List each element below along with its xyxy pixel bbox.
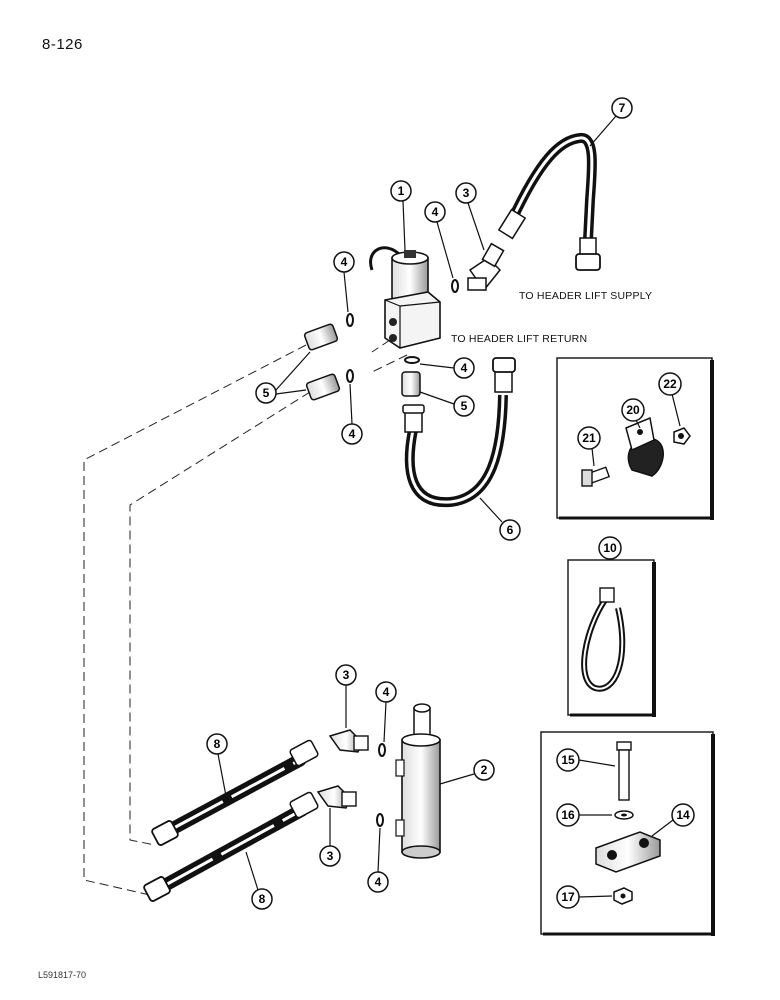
hose-7	[497, 133, 601, 271]
callout-4-b: 4	[333, 251, 355, 313]
callout-3-bottom: 3	[319, 808, 341, 867]
callout-2: 2	[439, 759, 495, 785]
note-header-lift-return: TO HEADER LIFT RETURN	[451, 333, 588, 345]
washer-16	[614, 810, 634, 820]
clamp-20	[625, 416, 664, 477]
callout-1: 1	[390, 180, 412, 251]
elbow-fitting-3-top	[467, 242, 505, 292]
strap-10	[581, 587, 626, 692]
svg-text:8: 8	[259, 892, 266, 906]
solenoid-valve	[369, 246, 441, 349]
svg-text:7: 7	[619, 101, 626, 115]
inset-box-mount	[540, 731, 715, 936]
callout-3-top: 3	[455, 182, 485, 251]
svg-text:3: 3	[327, 849, 334, 863]
inset-box-strap	[567, 559, 656, 717]
svg-text:3: 3	[463, 186, 470, 200]
callout-3-mid: 3	[335, 664, 357, 728]
callout-4-a: 4	[424, 201, 454, 279]
nut-17	[613, 887, 633, 905]
svg-text:10: 10	[603, 541, 617, 555]
inset-box-clamp	[556, 357, 714, 520]
svg-text:21: 21	[582, 431, 596, 445]
straight-connectors-5	[303, 323, 421, 401]
callout-6: 6	[479, 497, 521, 541]
svg-text:4: 4	[341, 255, 348, 269]
callout-20: 20	[621, 398, 645, 429]
clamp-block-14	[595, 831, 661, 873]
svg-text:5: 5	[461, 399, 468, 413]
callout-7: 7	[589, 97, 633, 147]
callout-4-c: 4	[419, 357, 475, 379]
svg-text:3: 3	[343, 668, 350, 682]
bolt-15	[616, 741, 632, 801]
callout-22: 22	[658, 372, 682, 427]
cylinder-2	[395, 703, 441, 859]
svg-text:16: 16	[561, 808, 575, 822]
hose-6	[402, 357, 516, 508]
svg-text:2: 2	[481, 763, 488, 777]
svg-text:15: 15	[561, 753, 575, 767]
note-header-lift-supply: TO HEADER LIFT SUPPLY	[519, 290, 653, 302]
callout-4-d: 4	[341, 383, 363, 445]
callout-21: 21	[577, 426, 601, 467]
figure-code: L591817-70	[38, 970, 87, 980]
svg-text:22: 22	[663, 377, 677, 391]
callout-5-right: 5	[419, 391, 475, 417]
bolt-21	[581, 466, 611, 487]
callout-16: 16	[556, 803, 612, 827]
callout-5-left: 5	[255, 351, 311, 404]
callout-8-top: 8	[206, 733, 228, 797]
svg-text:4: 4	[383, 685, 390, 699]
dashed-routing-lines	[83, 339, 408, 896]
svg-text:4: 4	[349, 427, 356, 441]
callout-17: 17	[556, 885, 613, 909]
svg-text:14: 14	[676, 808, 690, 822]
o-rings	[346, 279, 459, 827]
svg-text:4: 4	[375, 875, 382, 889]
svg-text:17: 17	[561, 890, 575, 904]
callout-15: 15	[556, 748, 616, 772]
svg-text:4: 4	[432, 205, 439, 219]
callout-4-f: 4	[367, 827, 389, 893]
elbow-fittings-3-lower	[316, 729, 369, 809]
nut-22	[673, 427, 691, 445]
svg-text:1: 1	[398, 184, 405, 198]
callout-8-bottom: 8	[245, 851, 273, 910]
svg-text:6: 6	[507, 523, 514, 537]
hoses-8	[143, 739, 319, 902]
callout-10: 10	[598, 536, 622, 560]
callout-14: 14	[651, 803, 695, 837]
svg-text:5: 5	[263, 386, 270, 400]
callout-4-e: 4	[375, 681, 397, 743]
svg-text:8: 8	[214, 737, 221, 751]
svg-text:20: 20	[626, 403, 640, 417]
page-number: 8-126	[42, 36, 83, 53]
svg-text:4: 4	[461, 361, 468, 375]
